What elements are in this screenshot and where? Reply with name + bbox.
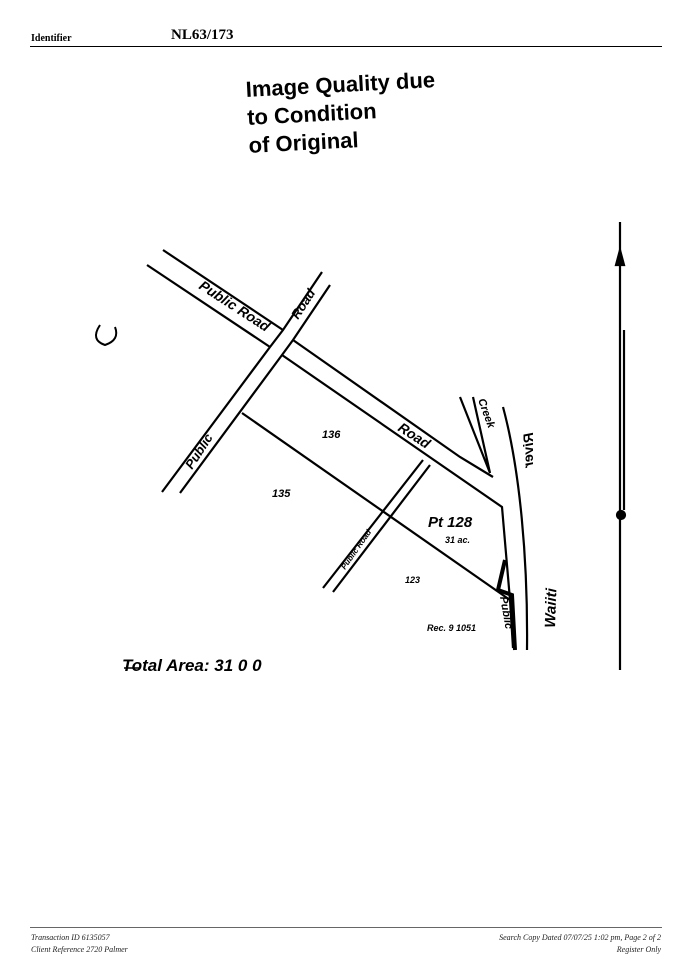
cross-road-left-edge (161, 271, 323, 493)
register-only: Register Only (616, 945, 661, 954)
lot-135-label: 135 (272, 488, 291, 500)
survey-mark-icon (615, 509, 627, 521)
lot-pt128-area: 31 ac. (445, 535, 470, 545)
cross-road-right-edge (179, 284, 331, 494)
river-label: River (520, 432, 536, 469)
small-road-left-edge (322, 459, 424, 589)
total-area-label: Total Area: 31 0 0 (122, 656, 262, 675)
lot-pt128-label: Pt 128 (428, 514, 473, 531)
label-bottom-road: Public (497, 595, 515, 630)
lot-boundary-line (241, 412, 511, 601)
reference-label: Rec. 9 1051 (427, 623, 476, 633)
north-arrow-icon (614, 245, 626, 267)
river-line (501, 406, 529, 651)
lot-123-label: 123 (405, 575, 420, 585)
river-bank (495, 559, 517, 651)
main-road-upper-edge-2 (292, 339, 494, 478)
header-divider (30, 46, 662, 47)
small-road-right-edge (332, 464, 431, 593)
identifier-label: Identifier (31, 33, 72, 44)
footer-divider (30, 927, 662, 928)
main-road-lower-edge-2 (281, 354, 515, 649)
identifier-value: NL63/173 (171, 27, 234, 43)
scribble-mark (95, 324, 118, 347)
search-copy-dated: Search Copy Dated 07/07/25 1:02 pm, Page… (499, 933, 661, 942)
transaction-id: Transaction ID 6135057 (31, 933, 110, 942)
label-small-road: Public Road (339, 527, 374, 571)
lot-136-label: 136 (322, 429, 341, 441)
main-road-upper-edge (162, 249, 284, 331)
main-road-lower-edge (146, 264, 271, 348)
client-reference: Client Reference 2720 Palmer (31, 945, 128, 954)
river-name-label: Waiiti (542, 587, 560, 628)
label-cross-road-upper: Road (288, 285, 319, 321)
creek-line (458, 396, 492, 474)
